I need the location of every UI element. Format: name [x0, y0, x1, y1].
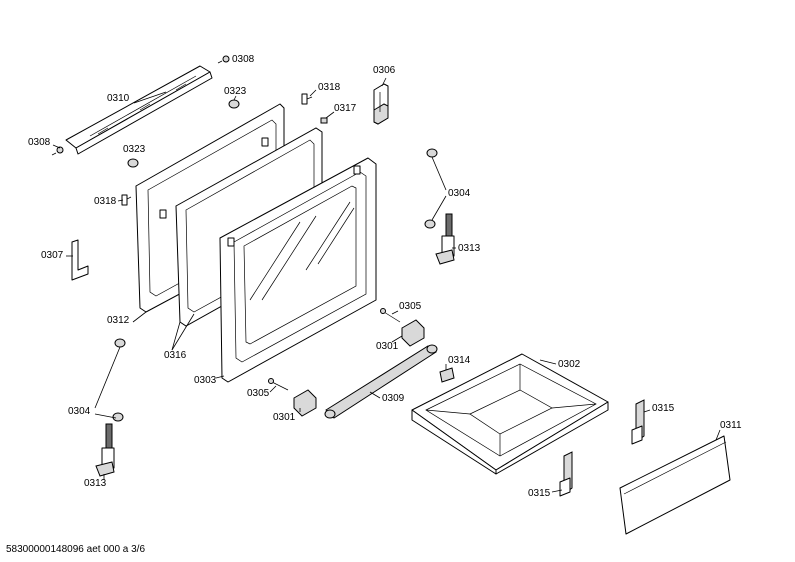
part-0304-bumper-right-top: [426, 148, 438, 158]
part-0309-handle-bar: [324, 344, 438, 419]
label-0318-top: 0318: [318, 82, 341, 93]
part-0305-screw-left: [268, 378, 289, 391]
label-0323-top: 0323: [224, 86, 247, 97]
label-0305-right: 0305: [399, 301, 422, 312]
part-0314-clip: [439, 367, 455, 383]
label-0306: 0306: [373, 65, 396, 76]
part-0318-clip-top: [301, 93, 313, 105]
label-0301-left: 0301: [273, 412, 296, 423]
part-0304-bumper-right-bottom: [424, 219, 436, 229]
part-0311-bottom-panel: [619, 435, 731, 535]
part-0323-bumper-left: [127, 158, 139, 168]
part-0310-top-trim: [65, 65, 213, 155]
part-0323-bumper-top: [228, 99, 240, 109]
part-0317: [320, 117, 328, 124]
part-0304-bumper-left-bottom: [112, 412, 124, 422]
label-0311: 0311: [720, 420, 742, 431]
label-0316: 0316: [164, 350, 187, 361]
part-0304-bumper-left-top: [114, 338, 126, 348]
part-0301-handle-mount-right: [401, 319, 425, 347]
part-0315-runner-right: [631, 399, 645, 445]
label-0318-left: 0318: [94, 196, 117, 207]
part-0315-runner-bottom: [559, 451, 573, 497]
label-0310: 0310: [107, 93, 130, 104]
part-0308-screw-left: [51, 146, 64, 156]
label-0312: 0312: [107, 315, 130, 326]
part-0302-tray: [411, 353, 609, 475]
part-0313-hinge-right: [435, 213, 455, 265]
part-0313-hinge-left: [95, 423, 115, 477]
label-0305-left: 0305: [247, 388, 270, 399]
part-0301-handle-mount-left: [293, 389, 317, 417]
document-reference: 58300000148096 aet 000 a 3/6: [6, 544, 146, 555]
label-0307: 0307: [41, 250, 64, 261]
label-0314: 0314: [448, 355, 471, 366]
label-0313-right: 0313: [458, 243, 481, 254]
label-0302: 0302: [558, 359, 581, 370]
label-0304-left: 0304: [68, 406, 91, 417]
part-0305-screw-right: [380, 308, 401, 323]
leader-lines: [52, 77, 721, 493]
part-0307-bracket: [71, 239, 89, 281]
label-0317: 0317: [334, 103, 357, 114]
part-0318-clip-left: [121, 194, 132, 206]
label-0323-left: 0323: [123, 144, 146, 155]
label-0309: 0309: [382, 393, 405, 404]
part-0308-screw-top: [217, 55, 230, 64]
label-0315-right: 0315: [652, 403, 675, 414]
label-0308-top: 0308: [232, 54, 255, 65]
label-0315-bottom: 0315: [528, 488, 551, 499]
part-0306-bracket: [373, 83, 389, 125]
label-0303: 0303: [194, 375, 217, 386]
part-0303-front-door: [219, 157, 377, 383]
label-0301-right: 0301: [376, 341, 399, 352]
label-0304-right: 0304: [448, 188, 471, 199]
label-0313-left: 0313: [84, 478, 107, 489]
label-0308-left: 0308: [28, 137, 51, 148]
